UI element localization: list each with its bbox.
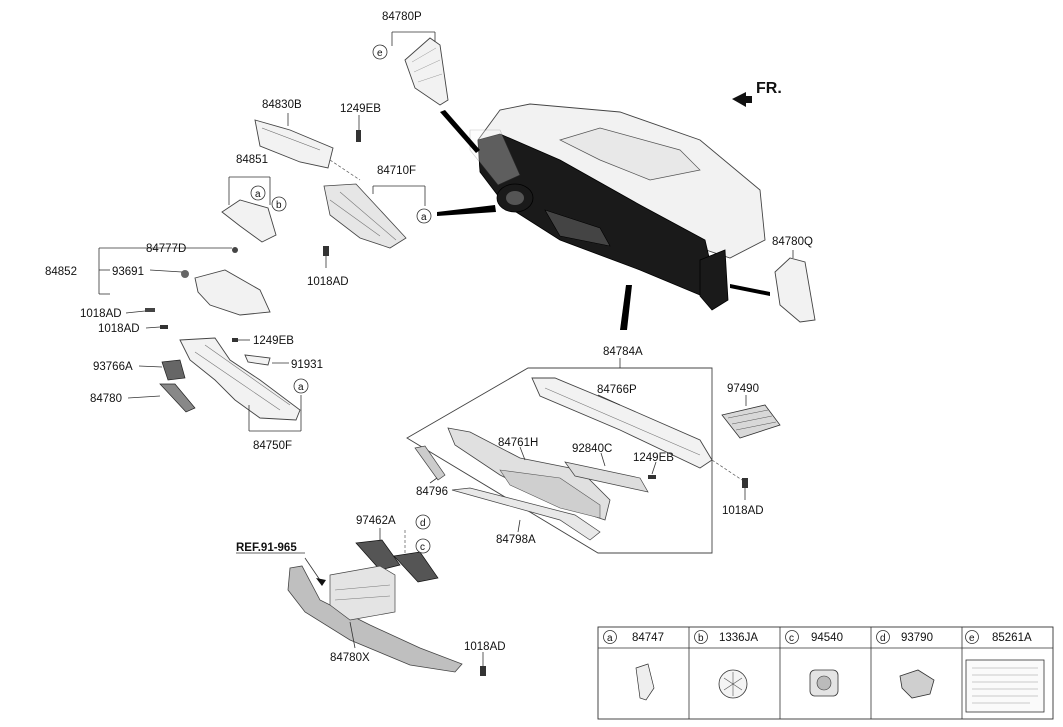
svg-text:e: e xyxy=(377,48,383,59)
legend-cell-c: c 94540 xyxy=(785,630,843,697)
legend-cell-e: e 85261A xyxy=(965,630,1045,713)
part-93766A xyxy=(138,359,186,381)
front-direction-indicator: FR. xyxy=(732,80,782,107)
part-84852 xyxy=(98,247,271,316)
svg-text:a: a xyxy=(421,212,427,223)
callout-84766P: 84766P xyxy=(597,384,637,396)
main-dashboard-assembly xyxy=(469,103,766,311)
callout-1018AD: 1018AD xyxy=(98,323,140,335)
front-arrow-icon xyxy=(732,92,752,107)
legend-cell-d: d 93790 xyxy=(876,630,935,699)
clip-icon xyxy=(635,663,655,701)
part-97490 xyxy=(711,395,781,500)
actuator-icon xyxy=(899,669,935,699)
part-84710F xyxy=(323,159,426,268)
marker-a: a xyxy=(250,185,266,201)
part-97462A xyxy=(355,528,439,583)
callout-1018AD: 1018AD xyxy=(307,276,349,288)
connector-wedge xyxy=(440,110,480,153)
callout-84777D: 84777D xyxy=(146,243,186,255)
part-84780 xyxy=(127,383,196,413)
marker-a: a xyxy=(416,208,432,224)
part-84750F xyxy=(145,325,302,432)
callout-84780Q: 84780Q xyxy=(772,236,813,248)
callout-84780P: 84780P xyxy=(382,11,422,23)
marker-b: b xyxy=(271,196,287,212)
svg-text:85261A: 85261A xyxy=(992,632,1032,644)
callout-1249EB: 1249EB xyxy=(340,103,381,115)
callout-92840C: 92840C xyxy=(572,443,612,455)
svg-text:a: a xyxy=(255,189,261,200)
warning-label-icon xyxy=(965,659,1045,713)
callout-91931: 91931 xyxy=(291,359,323,371)
part-84780X xyxy=(236,552,486,676)
callout-84796: 84796 xyxy=(416,486,448,498)
svg-text:d: d xyxy=(420,518,426,529)
callout-1018AD: 1018AD xyxy=(722,505,764,517)
part-84784A-group xyxy=(406,358,713,554)
callout-labels: 84780P 84830B 1249EB 84851 84710F 84777D… xyxy=(45,11,813,664)
callout-84750F: 84750F xyxy=(253,440,292,452)
callout-84798A: 84798A xyxy=(496,534,536,546)
svg-text:e: e xyxy=(969,633,975,644)
svg-text:c: c xyxy=(789,633,794,644)
marker-d: d xyxy=(415,514,431,530)
reference-label: REF.91-965 xyxy=(236,542,297,554)
part-84851 xyxy=(221,176,277,243)
front-label: FR. xyxy=(756,80,782,97)
connector-wedge xyxy=(730,284,770,296)
part-84780P xyxy=(391,31,449,106)
connector-wedge xyxy=(620,285,632,330)
callout-1249EB: 1249EB xyxy=(633,452,674,464)
callout-84851: 84851 xyxy=(236,154,268,166)
callout-97490: 97490 xyxy=(727,383,759,395)
callout-84761H: 84761H xyxy=(498,437,538,449)
callout-84710F: 84710F xyxy=(377,165,416,177)
callout-84830B: 84830B xyxy=(262,99,302,111)
legend-cell-a: a 84747 xyxy=(603,630,664,701)
svg-text:b: b xyxy=(276,200,282,211)
svg-text:a: a xyxy=(607,633,613,644)
svg-text:93790: 93790 xyxy=(901,632,933,644)
connector-wedge xyxy=(437,205,496,216)
part-84830B xyxy=(254,113,361,169)
legend-table: a 84747 b 1336JA c 94540 d 93790 e 8 xyxy=(597,626,1054,720)
callout-84784A: 84784A xyxy=(603,346,643,358)
marker-e: e xyxy=(372,44,388,60)
callout-1249EB: 1249EB xyxy=(253,335,294,347)
callout-93691: 93691 xyxy=(112,266,144,278)
callout-93766A: 93766A xyxy=(93,361,133,373)
legend-cell-b: b 1336JA xyxy=(694,630,758,699)
svg-text:d: d xyxy=(880,633,886,644)
svg-text:1336JA: 1336JA xyxy=(719,632,758,644)
part-84780Q xyxy=(774,250,816,323)
callout-84780X: 84780X xyxy=(330,652,370,664)
circle-markers: e a b a a d c xyxy=(250,44,432,554)
svg-text:94540: 94540 xyxy=(811,632,843,644)
callout-84780: 84780 xyxy=(90,393,122,405)
svg-text:c: c xyxy=(420,542,425,553)
marker-a: a xyxy=(293,378,309,394)
callout-1018AD: 1018AD xyxy=(464,641,506,653)
svg-text:84747: 84747 xyxy=(632,632,664,644)
callout-97462A: 97462A xyxy=(356,515,396,527)
callout-1018AD: 1018AD xyxy=(80,308,122,320)
svg-text:b: b xyxy=(698,633,704,644)
svg-text:a: a xyxy=(298,382,304,393)
callout-84852: 84852 xyxy=(45,266,77,278)
marker-c: c xyxy=(415,538,431,554)
